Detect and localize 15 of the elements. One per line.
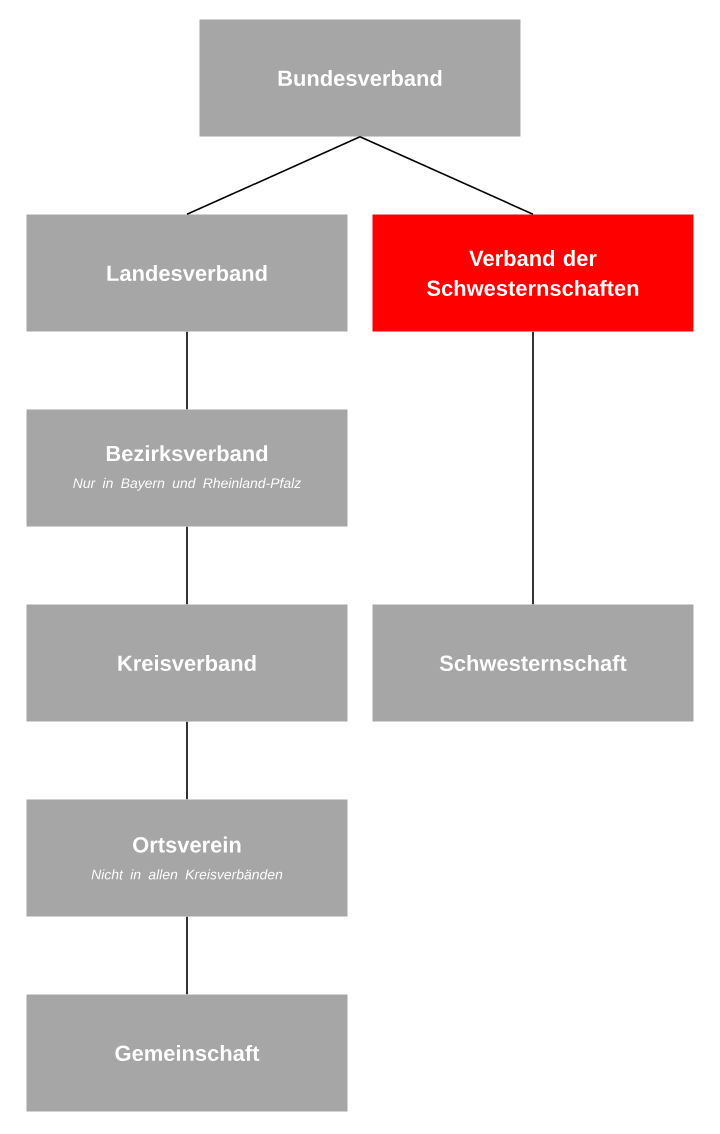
- connector-line: [532, 330, 534, 606]
- connector-line: [359, 135, 534, 216]
- org-box: Schwesternschaft: [372, 604, 694, 722]
- connector-line: [186, 135, 361, 216]
- connector-line: [186, 330, 188, 411]
- org-box: Bezirksverband Nur in Bayern und Rheinland-Pfalz: [26, 409, 348, 527]
- highlighted-org-box: Verband der Schwesternschaften: [372, 214, 694, 332]
- org-box: Ortsverein Nicht in allen Kreisverbänden: [26, 799, 348, 917]
- connector-line: [186, 915, 188, 996]
- org-box: Landesverband: [26, 214, 348, 332]
- connector-line: [186, 720, 188, 801]
- org-box: Gemeinschaft: [26, 994, 348, 1112]
- connector-line: [186, 525, 188, 606]
- org-box: Bundesverband: [199, 19, 521, 137]
- org-box: Kreisverband: [26, 604, 348, 722]
